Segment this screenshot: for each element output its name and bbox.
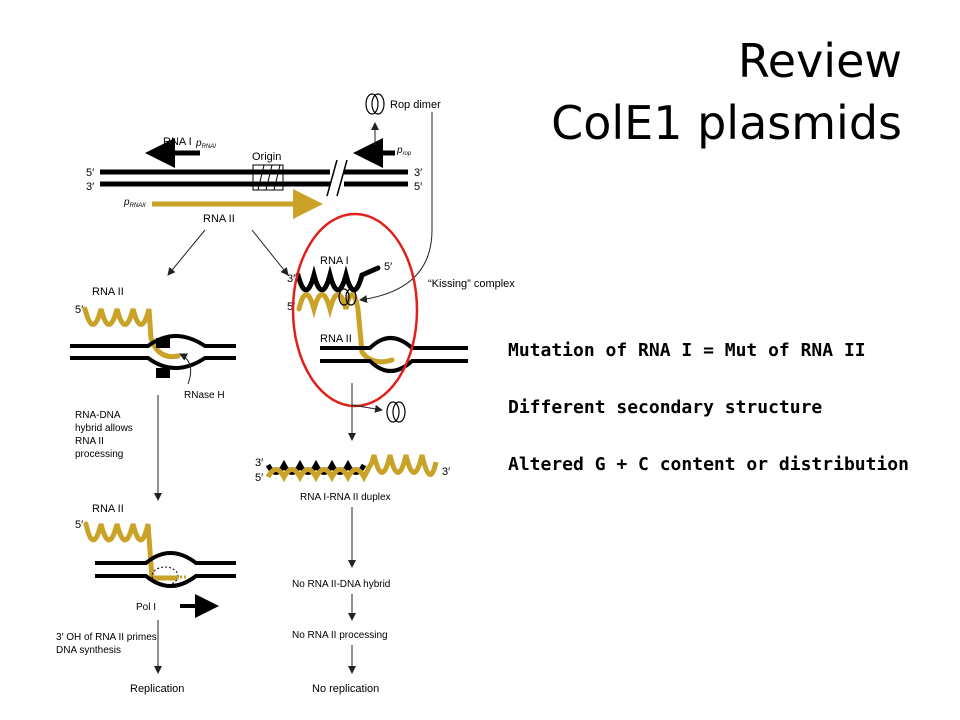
- top-3prime-right: 3′: [414, 167, 422, 179]
- rna1-hairpin: [295, 265, 381, 293]
- right-rna2-5prime: 5′: [287, 301, 295, 313]
- slide-title-line2: ColE1 plasmids: [551, 96, 902, 150]
- left-rna2-label-a: RNA II: [92, 286, 124, 298]
- primes-text-2: DNA synthesis: [56, 645, 121, 656]
- no-hybrid-label: No RNA II-DNA hybrid: [292, 579, 390, 590]
- right-rna1-label: RNA I: [320, 255, 349, 267]
- rnase-h-marker-a: [156, 338, 170, 348]
- bullet-point-1: Mutation of RNA I = Mut of RNA II: [508, 340, 866, 361]
- top-5prime-right: 5′: [414, 181, 422, 193]
- slide-title-line1: Review: [737, 34, 902, 88]
- left-5prime-b: 5′: [75, 519, 83, 531]
- duplex-rna2-strand: [265, 454, 439, 483]
- duplex-rna1-strand: [265, 459, 367, 475]
- p-rna1-label: pRNAI: [195, 138, 216, 150]
- bullet-point-3: Altered G + C content or distribution: [508, 454, 909, 475]
- rna1-label-top: RNA I: [163, 136, 192, 148]
- kissing-complex-label: “Kissing” complex: [428, 278, 515, 290]
- left-dna-a-bottom: [70, 356, 236, 370]
- left-rna2-hairpin-a: [82, 299, 181, 360]
- rop-dimer-label: Rop dimer: [390, 99, 441, 111]
- rop-binding-arrow: [359, 112, 433, 303]
- rop-released-icon: [386, 401, 406, 423]
- top-5prime-left: 5′: [86, 167, 94, 179]
- bullet-point-2: Different secondary structure: [508, 397, 823, 418]
- duplex-5prime-a: 5′: [255, 472, 263, 484]
- rnase-h-arrow: [179, 353, 192, 385]
- rop-dimer-icon: [365, 93, 385, 115]
- right-rna1-5prime: 5′: [384, 261, 392, 273]
- origin-box: [252, 164, 284, 191]
- rop-release-arrow: [351, 404, 383, 413]
- left-rna2-hairpin-b: [83, 521, 179, 581]
- top-3prime-left: 3′: [86, 181, 94, 193]
- rnase-h-label: RNase H: [184, 390, 225, 401]
- origin-label: Origin: [252, 151, 281, 163]
- rnase-h-marker-b: [156, 368, 170, 378]
- no-replication-label: No replication: [312, 683, 379, 695]
- left-rna2-label-b: RNA II: [92, 503, 124, 515]
- p-rna2-label: pRNAII: [123, 197, 146, 209]
- hybrid-text-2: hybrid allows: [75, 423, 133, 434]
- highlight-circle: [291, 212, 419, 408]
- replication-label: Replication: [130, 683, 184, 695]
- left-dna-b-top: [95, 551, 236, 565]
- hybrid-text-4: processing: [75, 449, 123, 460]
- top-plasmid-region: Origin RNA I pRNAI prop Rop dimer 5′ 3′ …: [86, 93, 441, 276]
- duplex-3prime-a: 3′: [255, 457, 263, 469]
- branch-arrow-left: [167, 229, 206, 276]
- hybrid-text-1: RNA-DNA: [75, 410, 121, 421]
- right-pathway: RNA I 3′ 5′ 5′ RNA II “Kissing” complex …: [255, 112, 515, 695]
- hybrid-text-3: RNA II: [75, 436, 104, 447]
- branch-arrow-right: [251, 229, 289, 276]
- duplex-3prime-b: 3′: [442, 466, 450, 478]
- primes-text-1: 3′ OH of RNA II primes: [56, 632, 157, 643]
- left-pathway: RNA II 5′ RNase H RNA-DNA hybrid allows …: [56, 286, 236, 695]
- rop-dimer-bound-icon: [338, 288, 357, 306]
- right-dna-bottom: [320, 359, 468, 373]
- left-dna-a-top: [70, 334, 236, 348]
- no-processing-label: No RNA II processing: [292, 630, 388, 641]
- rna2-label-top: RNA II: [203, 213, 235, 225]
- pol1-label: Pol I: [136, 602, 156, 613]
- p-rop-label: prop: [396, 145, 412, 157]
- right-3prime: 3′: [287, 273, 295, 285]
- left-dna-b-bottom: [95, 574, 236, 588]
- duplex-label: RNA I-RNA II duplex: [300, 492, 391, 503]
- left-5prime-a: 5′: [75, 304, 83, 316]
- right-rna2-label: RNA II: [320, 333, 352, 345]
